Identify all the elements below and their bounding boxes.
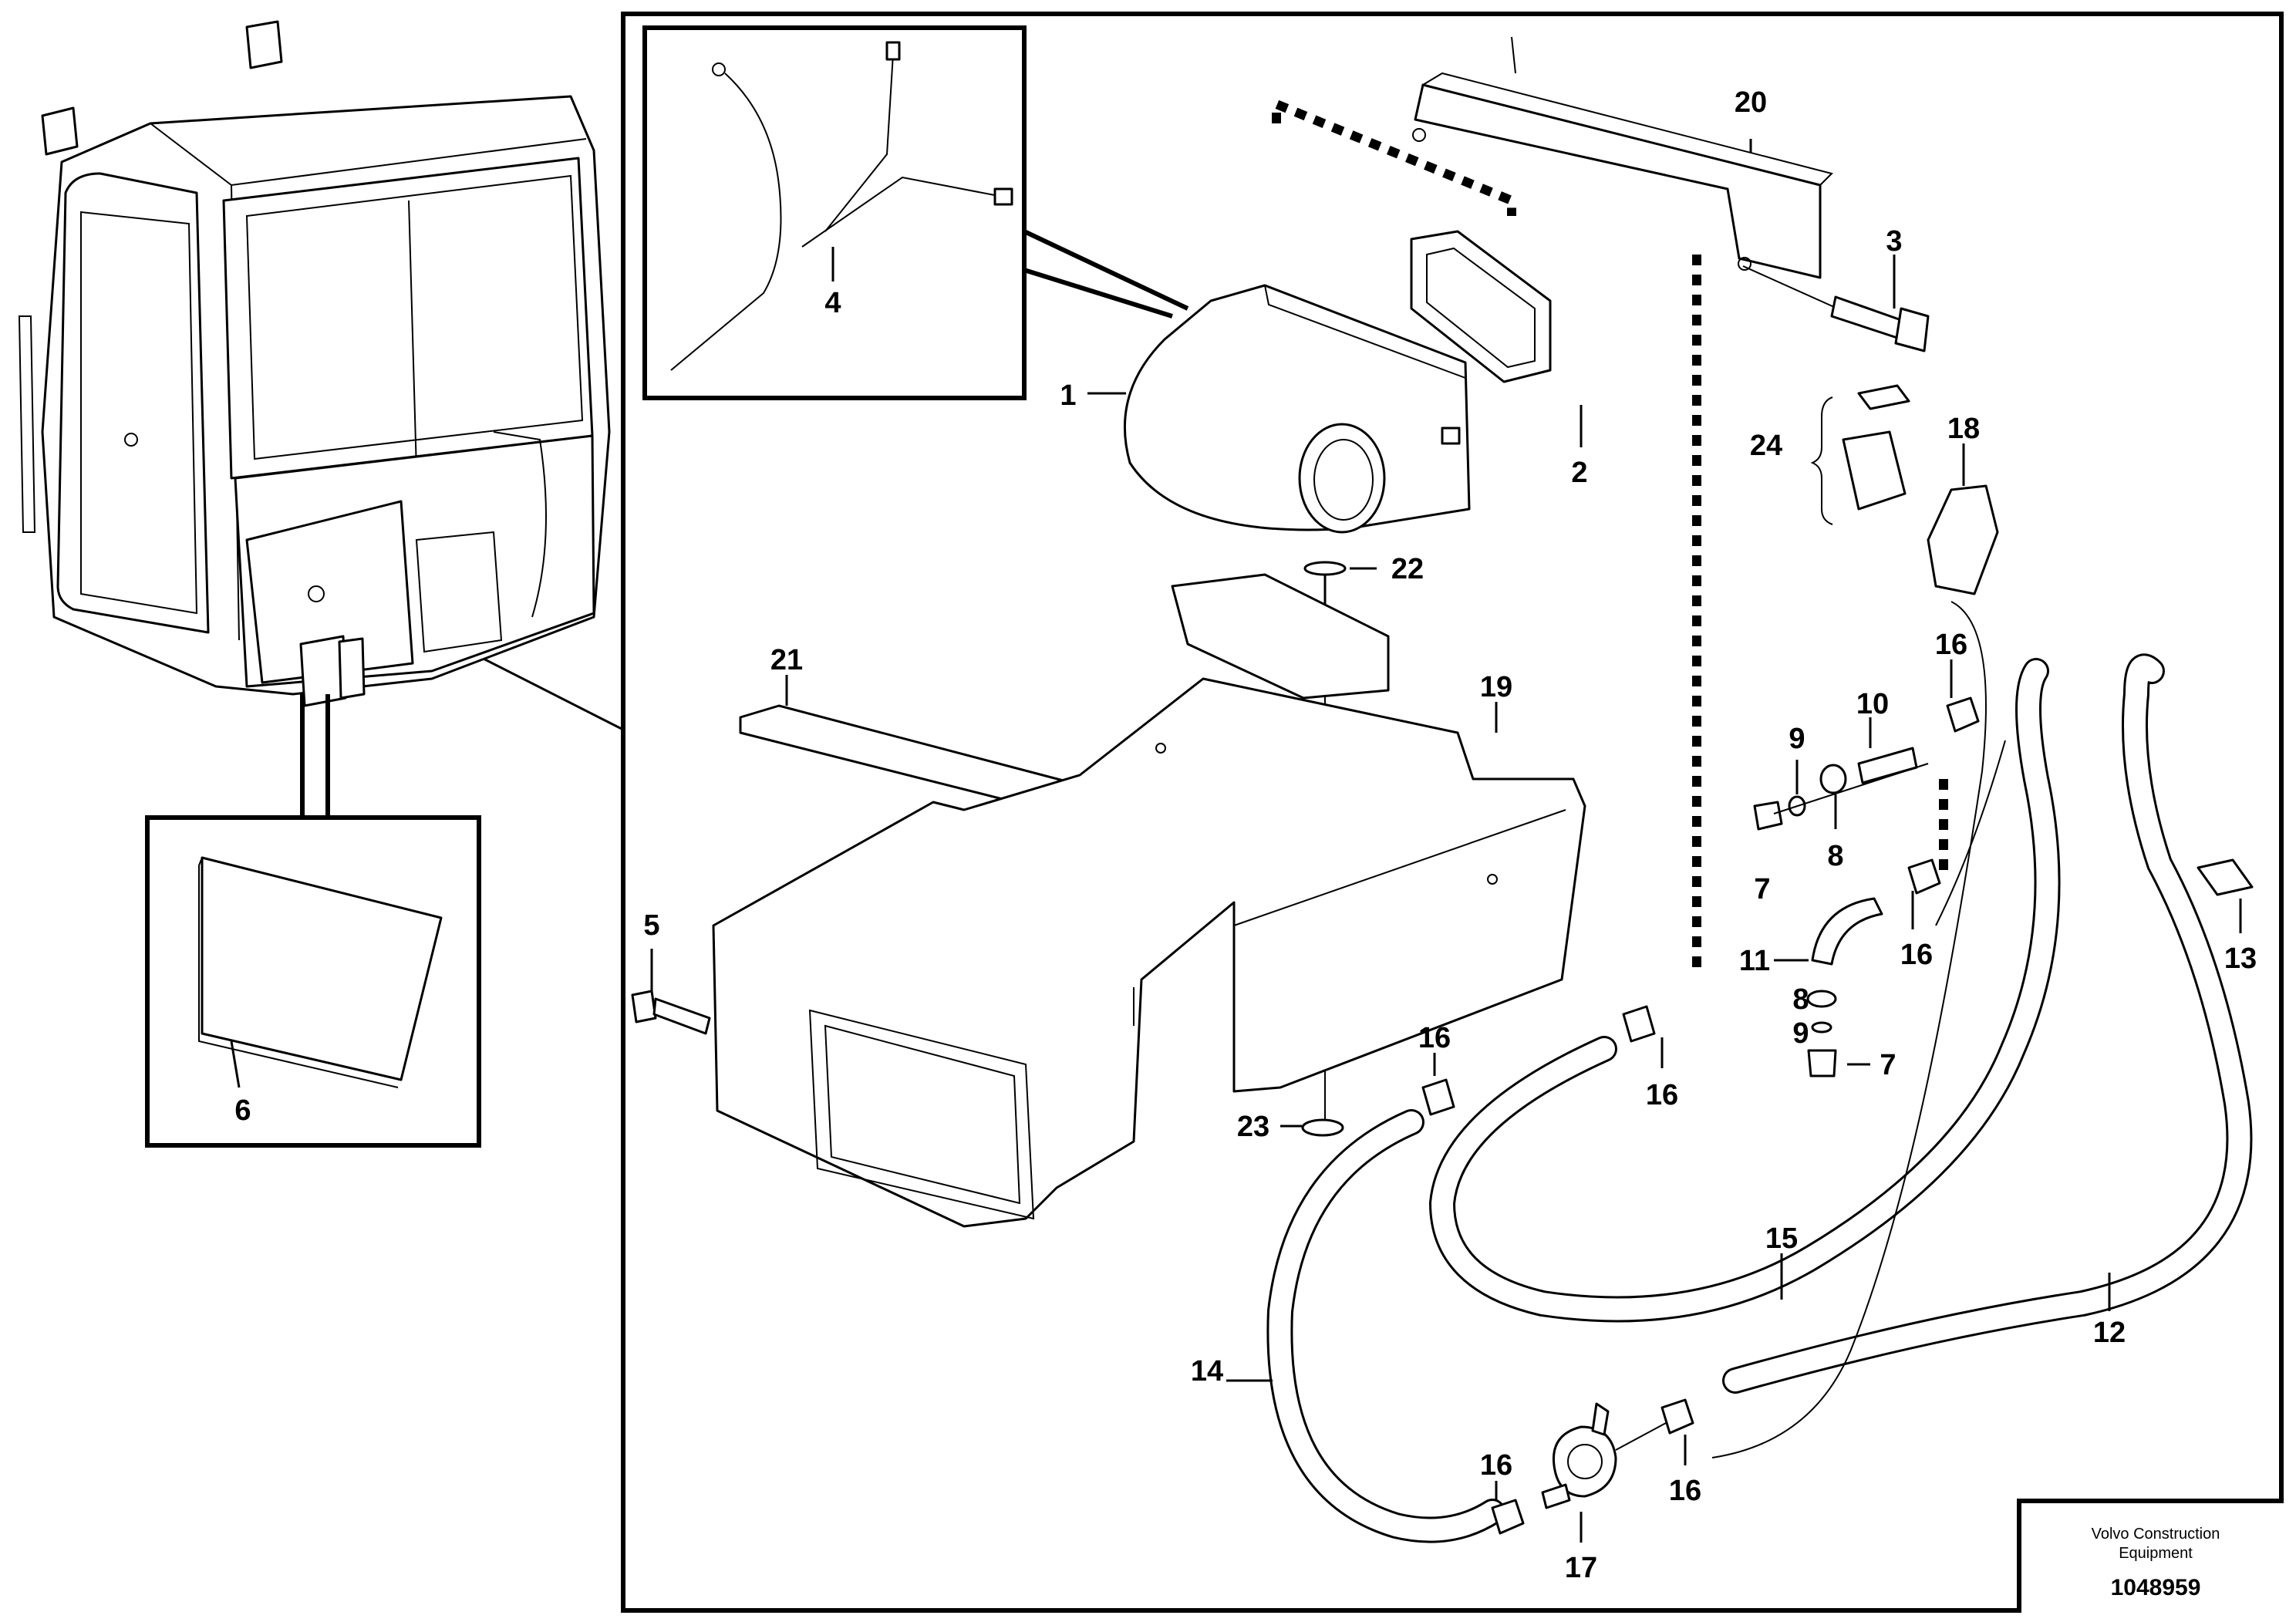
callout-11: 11 <box>1739 945 1770 977</box>
callout-2: 2 <box>1571 457 1587 489</box>
callout-19: 19 <box>1480 671 1512 703</box>
callout-12: 12 <box>2093 1317 2126 1349</box>
guide-dashed-1 <box>1272 97 1516 216</box>
callout-9b: 9 <box>1792 1017 1809 1050</box>
hose-clamps <box>1421 696 1980 1535</box>
part-24-switches <box>1810 384 1910 525</box>
callout-22: 22 <box>1391 553 1424 585</box>
callout-4: 4 <box>824 287 841 319</box>
inset-box-part-4 <box>642 25 1027 400</box>
part-5-bolt <box>631 990 711 1035</box>
callout-16d: 16 <box>1418 1022 1451 1054</box>
part-3-bolt <box>1742 265 1930 352</box>
callout-18: 18 <box>1947 413 1980 445</box>
callout-8b: 8 <box>1792 983 1809 1016</box>
hoses <box>1266 601 2253 1543</box>
callout-1: 1 <box>1060 379 1076 412</box>
callout-16c: 16 <box>1646 1079 1678 1111</box>
document-number: 1048959 <box>2111 1575 2201 1600</box>
fittings-lower <box>1806 897 1883 1077</box>
part-1-blower-housing <box>1123 284 1471 534</box>
cab-illustration <box>18 20 611 707</box>
part-18-bracket <box>1927 484 1999 595</box>
callout-16a: 16 <box>1935 629 1967 661</box>
callout-8a: 8 <box>1827 840 1843 872</box>
part-2-gasket <box>1410 230 1552 383</box>
callout-20: 20 <box>1735 86 1767 119</box>
callout-16e: 16 <box>1480 1449 1512 1482</box>
cab-callout-connector <box>474 653 624 731</box>
callout-14: 14 <box>1191 1355 1223 1388</box>
part-17-valve <box>1541 1402 1667 1509</box>
callout-7a: 7 <box>1754 873 1770 905</box>
callout-16f: 16 <box>1669 1475 1701 1507</box>
brand-line-2: Equipment <box>2119 1545 2193 1562</box>
part-23-grommet <box>1301 1118 1344 1137</box>
callout-13: 13 <box>2224 943 2257 975</box>
main-frame <box>621 12 2284 1613</box>
callout-5: 5 <box>643 909 659 942</box>
part-20-bracket <box>1412 36 1833 279</box>
brand-line-1: Volvo Construction <box>2092 1526 2220 1543</box>
callout-9a: 9 <box>1789 723 1805 755</box>
inset-connector-6 <box>300 694 330 818</box>
callout-15: 15 <box>1765 1222 1798 1255</box>
inset-connector-4 <box>1023 229 1189 319</box>
callout-21: 21 <box>770 644 803 676</box>
inset-box-part-6 <box>145 815 481 1148</box>
callout-10: 10 <box>1856 688 1889 720</box>
part-19-box <box>712 573 1586 1228</box>
part-4-wiring-harness <box>670 41 1013 371</box>
callout-16b: 16 <box>1900 939 1933 971</box>
callout-3: 3 <box>1886 225 1902 258</box>
callout-23: 23 <box>1237 1111 1269 1143</box>
callout-7b: 7 <box>1880 1049 1896 1081</box>
callout-6: 6 <box>234 1094 251 1127</box>
part-6-panel <box>198 856 443 1088</box>
callout-17: 17 <box>1565 1552 1597 1584</box>
callout-24: 24 <box>1750 430 1782 462</box>
part-13-fitting <box>2197 858 2254 896</box>
fittings-upper <box>1753 747 1929 831</box>
